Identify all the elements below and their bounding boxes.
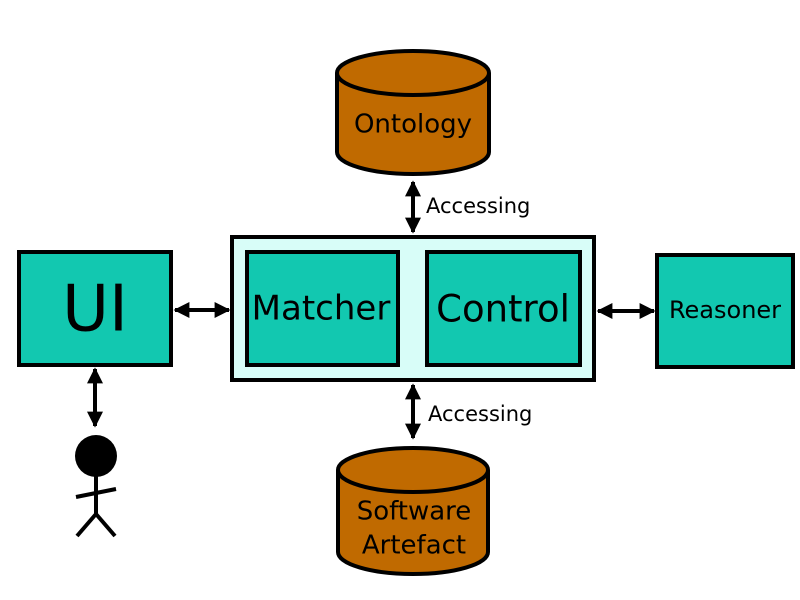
- ui-label: UI: [62, 273, 128, 347]
- ontology-cylinder-body: [335, 73, 491, 176]
- control-component: Control: [425, 250, 582, 367]
- artefact-access-label: Accessing: [428, 402, 532, 426]
- control-label: Control: [436, 288, 570, 331]
- artefact-access-connector: Accessing: [405, 383, 532, 440]
- matcher-label: Matcher: [252, 289, 391, 329]
- ontology-cylinder-top: [335, 49, 491, 97]
- ui-component: UI: [17, 250, 173, 367]
- control-box: [425, 250, 582, 367]
- ontology-database: Ontology: [335, 49, 491, 176]
- ontology-label: Ontology: [354, 110, 472, 140]
- reasoner-label: Reasoner: [669, 296, 781, 324]
- matcher-component: Matcher: [245, 250, 400, 367]
- reasoner-component: Reasoner: [655, 253, 795, 369]
- software-artefact-database: Software Artefact: [336, 446, 490, 576]
- ui-box: [17, 250, 173, 367]
- software-artefact-label-line1: Software: [357, 497, 472, 527]
- stick-figure-icon: [75, 435, 117, 538]
- matcher-box: [245, 250, 400, 367]
- reasoner-box: [655, 253, 795, 369]
- software-artefact-cylinder-top: [336, 446, 490, 494]
- software-artefact-cylinder-body: [336, 470, 490, 576]
- software-artefact-label-line2: Artefact: [362, 531, 466, 561]
- ontology-access-connector: Accessing: [405, 180, 530, 234]
- ontology-access-label: Accessing: [426, 194, 530, 218]
